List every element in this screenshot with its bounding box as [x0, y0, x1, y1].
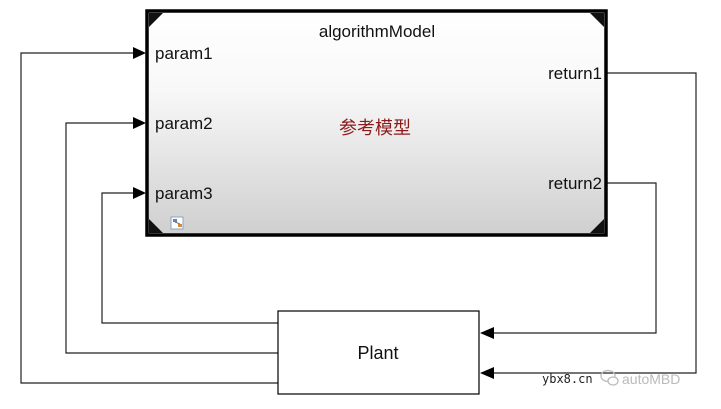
plant-block-body — [277, 310, 480, 395]
arrowhead-param2 — [133, 117, 146, 129]
block-subtitle: 参考模型 — [339, 118, 411, 139]
wechat-icon — [600, 369, 619, 386]
input-port-param1[interactable]: param1 — [155, 44, 213, 63]
input-port-param2[interactable]: param2 — [155, 114, 213, 133]
output-port-return1[interactable]: return1 — [548, 64, 602, 83]
watermark-site: ybx8.cn — [542, 372, 593, 386]
plant-block[interactable]: Plant — [277, 310, 480, 395]
algorithm-model-block[interactable]: algorithmModel 参考模型 param1 param2 param3… — [145, 9, 608, 237]
watermark: ybx8.cn autoMBD — [542, 369, 680, 387]
arrowhead-param1 — [133, 47, 146, 59]
corner-mark-bottom-left — [149, 219, 163, 233]
signal-line-return1-to-plant[interactable] — [494, 72, 697, 374]
output-port-return2[interactable]: return2 — [548, 174, 602, 193]
plant-label: Plant — [357, 343, 398, 363]
corner-mark-top-right — [590, 13, 604, 27]
arrowhead-plant-in2 — [480, 367, 494, 379]
watermark-brand: autoMBD — [622, 371, 680, 387]
signal-line-plant-to-param1[interactable] — [20, 52, 278, 384]
arrowhead-param3 — [133, 187, 146, 199]
arrowhead-plant-in1 — [480, 327, 494, 339]
signal-lines — [20, 47, 697, 384]
signal-line-plant-to-param3[interactable] — [101, 192, 278, 324]
corner-mark-top-left — [149, 13, 163, 27]
block-title: algorithmModel — [319, 22, 435, 41]
model-reference-icon[interactable] — [170, 216, 184, 230]
signal-line-plant-to-param2[interactable] — [65, 122, 278, 354]
algorithm-model-block-body — [145, 9, 608, 237]
input-port-param3[interactable]: param3 — [155, 184, 213, 203]
corner-mark-bottom-right — [590, 219, 604, 233]
signal-line-return2-to-plant[interactable] — [494, 182, 657, 334]
